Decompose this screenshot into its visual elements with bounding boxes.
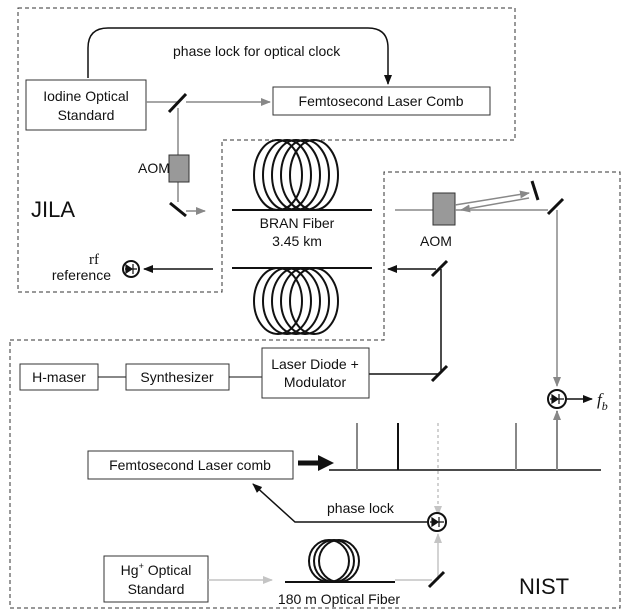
iodine-standard-box xyxy=(25,79,147,131)
aom-left-block xyxy=(168,154,190,183)
iodine-label-line1: Iodine Optical xyxy=(43,88,129,104)
mirror-lower-right xyxy=(430,364,449,383)
rf-label-line1: rf xyxy=(89,252,99,268)
fiber-180-label: 180 m Optical Fiber xyxy=(278,591,400,607)
laser-diode-label-line2: Modulator xyxy=(284,374,347,390)
jila-region-border xyxy=(17,7,516,293)
femto-comb-top-label: Femtosecond Laser Comb xyxy=(299,93,464,109)
synthesizer-box xyxy=(125,363,230,391)
bran-label-line1: BRAN Fiber xyxy=(260,215,335,231)
laser-diode-box xyxy=(261,347,370,399)
laser-diode-label-line1: Laser Diode + xyxy=(271,356,359,372)
fb-photodiode-symbol xyxy=(550,393,564,405)
jila-label: JILA xyxy=(31,197,75,222)
hmaser-label: H-maser xyxy=(32,369,86,385)
mirror-upper-right xyxy=(430,259,449,278)
mirror-bottom xyxy=(427,570,446,589)
hg-label-line1: Hg+ Optical xyxy=(121,561,192,578)
bran-fiber-spool-bottom xyxy=(253,267,339,335)
femto-comb-top-box xyxy=(272,86,491,116)
beam-splitter-lower xyxy=(169,201,187,218)
aom-right-block xyxy=(432,192,456,226)
right-mirror xyxy=(546,197,565,216)
iodine-label-line2: Standard xyxy=(58,107,115,123)
rf-photodiode-symbol xyxy=(125,263,137,275)
fb-label: fb xyxy=(597,390,608,413)
femto-comb-bottom-box xyxy=(87,450,294,480)
phase-lock-clock-label: phase lock for optical clock xyxy=(173,43,341,59)
nist-label: NIST xyxy=(519,574,569,599)
phase-lock-arrow xyxy=(252,483,427,523)
synthesizer-label: Synthesizer xyxy=(140,369,213,385)
mirror-to-aom-beam xyxy=(460,197,530,213)
bran-label-line2: 3.45 km xyxy=(272,233,322,249)
optical-fiber-spool-180m xyxy=(308,539,360,583)
beam-splitter-top xyxy=(167,92,188,114)
hmaser-box xyxy=(19,363,99,391)
aom-right-label: AOM xyxy=(420,233,452,249)
aom-left-label: AOM xyxy=(138,160,170,176)
nist-region-border xyxy=(9,171,621,609)
retro-mirror xyxy=(530,180,540,201)
femto-comb-bottom-label: Femtosecond Laser comb xyxy=(109,457,271,473)
rf-label-line2: reference xyxy=(52,267,111,283)
phase-lock-label: phase lock xyxy=(327,500,395,516)
phase-lock-clock-arrow xyxy=(87,27,392,85)
aom-to-mirror-beam xyxy=(454,190,530,206)
comb-to-spectrum-arrowhead xyxy=(318,455,334,471)
hg-standard-box xyxy=(103,555,209,603)
bran-fiber-spool-top xyxy=(253,139,339,211)
hg-label-line2: Standard xyxy=(128,581,185,597)
phase-lock-photodiode-symbol xyxy=(430,516,444,528)
